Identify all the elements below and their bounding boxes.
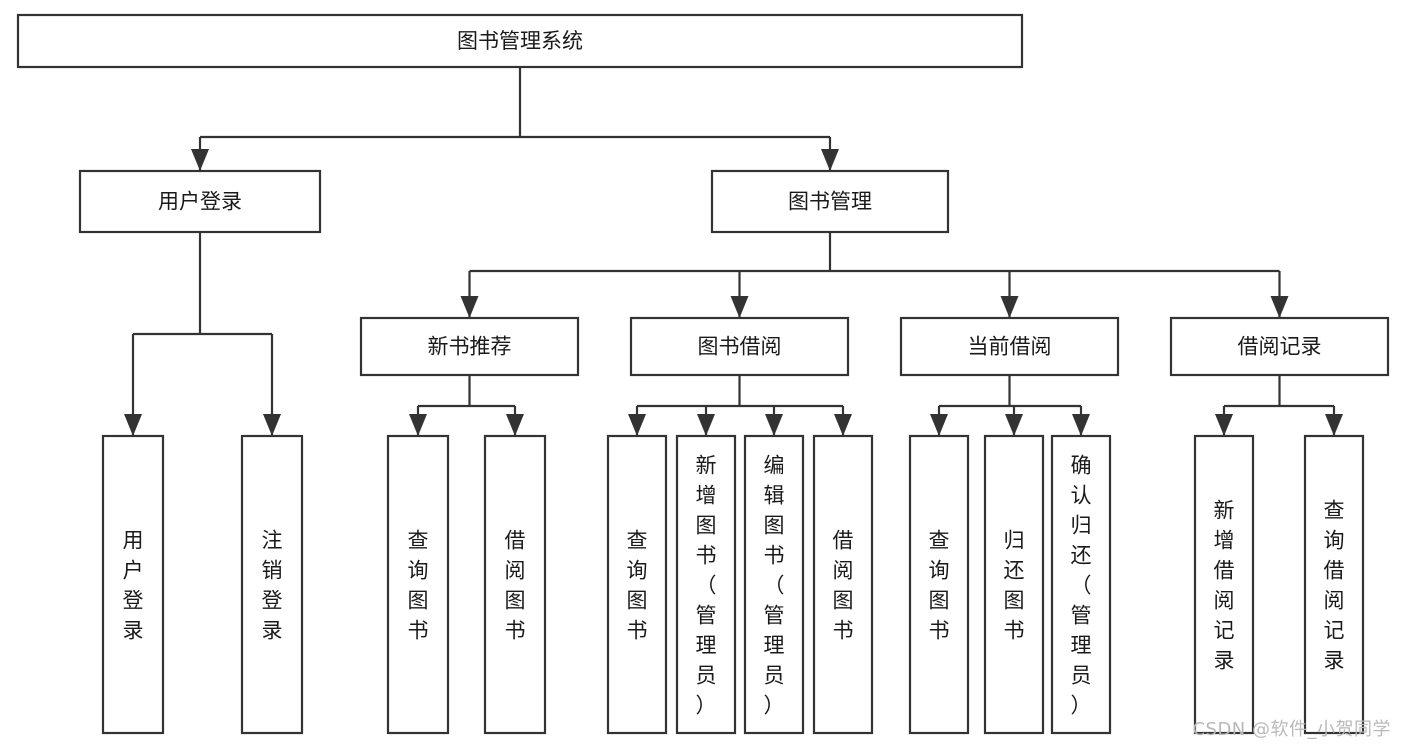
- node-current-borrow[interactable]: 当前借阅: [899, 316, 1120, 377]
- node-borrow-record[interactable]: 借阅记录: [1169, 316, 1390, 377]
- node-label: 查询借阅记录: [1324, 499, 1345, 673]
- node-label: 借阅图书: [505, 529, 526, 643]
- node-leaf-query-book-cur[interactable]: 查询图书: [908, 434, 970, 735]
- node-root[interactable]: 图书管理系统: [16, 13, 1024, 69]
- node-label: 新增图书（管理员）: [696, 454, 717, 718]
- node-leaf-edit-book[interactable]: 编辑图书（管理员）: [743, 434, 805, 735]
- node-leaf-confirm-return[interactable]: 确认归还（管理员）: [1050, 434, 1112, 735]
- node-label: 编辑图书（管理员）: [764, 454, 785, 718]
- node-leaf-add-book[interactable]: 新增图书（管理员）: [675, 434, 737, 735]
- node-label: 用户登录: [158, 190, 242, 214]
- node-leaf-user-logout[interactable]: 注销登录: [240, 434, 304, 735]
- node-label: 注销登录: [262, 529, 283, 643]
- node-label: 确认归还（管理员）: [1071, 454, 1092, 718]
- node-leaf-add-record[interactable]: 新增借阅记录: [1193, 434, 1255, 735]
- node-new-book-rec[interactable]: 新书推荐: [359, 316, 580, 377]
- node-label: 图书管理: [788, 190, 872, 214]
- node-label: 借阅记录: [1238, 335, 1322, 359]
- node-leaf-query-record[interactable]: 查询借阅记录: [1303, 434, 1365, 735]
- node-leaf-borrow-book[interactable]: 借阅图书: [812, 434, 874, 735]
- node-label: 新增借阅记录: [1214, 499, 1235, 673]
- node-leaf-query-book-rec[interactable]: 查询图书: [386, 434, 450, 735]
- node-book-manage[interactable]: 图书管理: [710, 169, 950, 234]
- node-label: 用户登录: [123, 529, 144, 643]
- node-label: 查询图书: [408, 529, 429, 643]
- node-label: 查询图书: [627, 529, 648, 643]
- node-layer: 图书管理系统用户登录图书管理新书推荐图书借阅当前借阅借阅记录用户登录注销登录查询…: [16, 13, 1390, 735]
- node-label: 新书推荐: [428, 335, 512, 359]
- node-leaf-query-book-bor[interactable]: 查询图书: [606, 434, 668, 735]
- node-label: 归还图书: [1004, 529, 1025, 643]
- node-label: 图书管理系统: [457, 29, 583, 53]
- node-leaf-borrow-book-rec[interactable]: 借阅图书: [483, 434, 547, 735]
- node-book-borrow[interactable]: 图书借阅: [629, 316, 850, 377]
- node-label: 借阅图书: [833, 529, 854, 643]
- node-label: 图书借阅: [698, 335, 782, 359]
- node-label: 当前借阅: [968, 335, 1052, 359]
- node-leaf-user-login[interactable]: 用户登录: [101, 434, 165, 735]
- node-leaf-return-book[interactable]: 归还图书: [983, 434, 1045, 735]
- connector-layer: [124, 67, 1343, 436]
- node-user-login[interactable]: 用户登录: [78, 169, 322, 234]
- node-label: 查询图书: [929, 529, 950, 643]
